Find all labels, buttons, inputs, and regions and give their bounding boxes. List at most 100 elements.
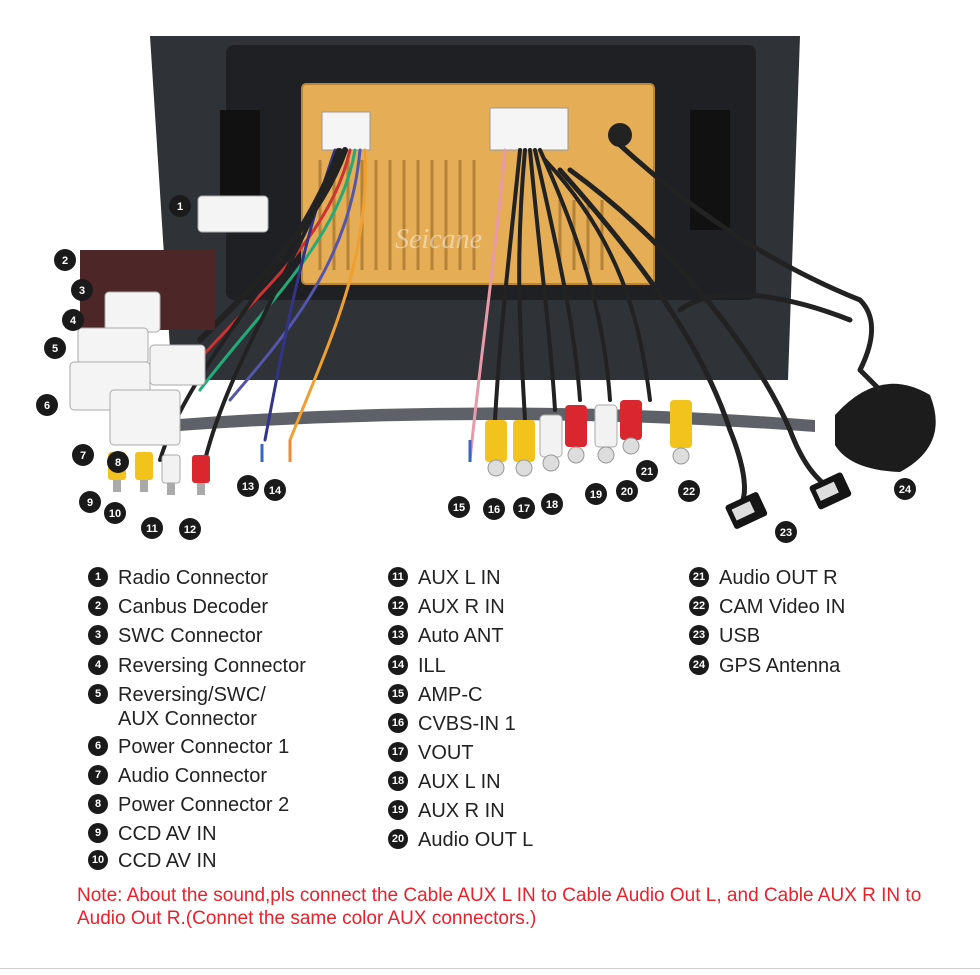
divider (0, 968, 980, 969)
rca-plug-icon (565, 405, 587, 464)
legend-label: Audio OUT L (418, 829, 534, 851)
legend-item: 8 Power Connector 2 (88, 793, 306, 822)
legend-label: Audio Connector (118, 765, 267, 787)
connector-block-icon (197, 195, 269, 233)
badge-23: 23 (775, 521, 797, 543)
legend-item: 3 SWC Connector (88, 624, 306, 654)
legend-label: CCD AV IN (118, 850, 217, 872)
svg-text:8: 8 (115, 457, 121, 469)
rca-plug-icon (513, 420, 535, 477)
rca-plug-icon (485, 420, 507, 477)
svg-text:2: 2 (62, 255, 68, 267)
connector-blocks (69, 195, 269, 446)
legend-number: 22 (689, 596, 709, 616)
badge-18: 18 (541, 493, 563, 515)
svg-text:13: 13 (242, 481, 254, 493)
svg-text:20: 20 (621, 486, 633, 498)
badge-6: 6 (36, 394, 58, 416)
legend-label: Auto ANT (418, 625, 504, 647)
legend-number: 20 (388, 829, 408, 849)
legend-number: 8 (88, 794, 108, 814)
usb-plug-icon (809, 472, 852, 510)
legend-label: GPS Antenna (719, 655, 841, 677)
svg-text:12: 12 (184, 524, 196, 536)
badge-3: 3 (71, 279, 93, 301)
rca-plug-icon (670, 400, 692, 465)
svg-text:18: 18 (546, 499, 558, 511)
badge-1: 1 (169, 195, 191, 217)
badge-7: 7 (72, 444, 94, 466)
legend-number: 5 (88, 684, 108, 704)
svg-text:6: 6 (44, 400, 50, 412)
legend-label: Reversing Connector (118, 655, 306, 677)
rca-plugs (108, 400, 692, 495)
connector-block-icon (77, 327, 149, 365)
rca-plug-icon (192, 455, 210, 495)
rca-plug-icon (539, 414, 563, 472)
legend-number: 15 (388, 684, 408, 704)
svg-text:23: 23 (780, 527, 792, 539)
legend-item: 10 CCD AV IN (88, 849, 306, 876)
legend-label: ILL (418, 655, 446, 677)
svg-text:7: 7 (80, 450, 86, 462)
gps-antenna-icon (835, 368, 936, 472)
legend-label: CAM Video IN (719, 596, 846, 618)
legend-label: USB (719, 625, 761, 647)
rca-plug-icon (135, 452, 153, 492)
legend-number: 21 (689, 567, 709, 587)
svg-text:24: 24 (899, 484, 912, 496)
svg-text:9: 9 (87, 497, 93, 509)
badge-15: 15 (448, 496, 470, 518)
connector-block-icon (149, 344, 206, 386)
legend-number: 1 (88, 567, 108, 587)
badge-20: 20 (616, 480, 638, 502)
legend-item: 1 Radio Connector (88, 566, 306, 595)
rca-plug-icon (594, 404, 618, 464)
legend-number: 7 (88, 765, 108, 785)
badge-12: 12 (179, 518, 201, 540)
svg-text:19: 19 (590, 489, 602, 501)
sound-connection-note: Note: About the sound,pls connect the Ca… (77, 885, 922, 929)
rca-plug-icon (161, 454, 181, 495)
connector-block-icon (104, 291, 161, 333)
svg-text:14: 14 (269, 485, 282, 497)
watermark-text: Seicane (395, 224, 482, 255)
legend-number: 3 (88, 625, 108, 645)
legend-label: Radio Connector (118, 567, 269, 589)
svg-text:11: 11 (146, 523, 158, 535)
svg-text:16: 16 (488, 504, 500, 516)
legend-number: 9 (88, 823, 108, 843)
badge-22: 22 (678, 480, 700, 502)
legend-number: 13 (388, 625, 408, 645)
badge-21: 21 (636, 460, 658, 482)
badge-10: 10 (104, 502, 126, 524)
svg-text:5: 5 (52, 343, 58, 355)
rca-plug-icon (620, 400, 642, 455)
legend-number: 23 (689, 625, 709, 645)
legend-label: AUX R IN (418, 596, 505, 618)
main-board: Seicane (301, 83, 655, 285)
legend-number: 10 (88, 850, 108, 870)
legend-item: 20 Audio OUT L (388, 828, 533, 857)
legend-label: CVBS-IN 1 (418, 713, 516, 735)
legend-label: Canbus Decoder (118, 596, 269, 618)
badge-24: 24 (894, 478, 916, 500)
legend-label: Power Connector 2 (118, 794, 290, 816)
wiring-diagram: Seicane (36, 36, 936, 543)
legend-number: 6 (88, 736, 108, 756)
legend-number: 4 (88, 655, 108, 675)
svg-text:10: 10 (109, 508, 121, 520)
legend-label: SWC Connector (118, 625, 263, 647)
legend-number: 24 (689, 655, 709, 675)
legend-number: 19 (388, 800, 408, 820)
legend-item: 7 Audio Connector (88, 764, 306, 793)
badge-19: 19 (585, 483, 607, 505)
